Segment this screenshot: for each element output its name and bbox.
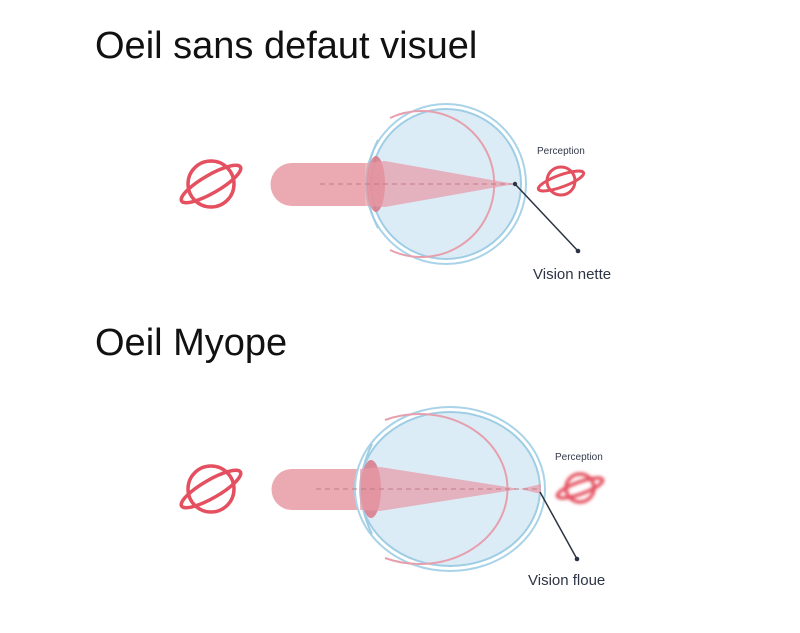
vision-nette-label: Vision nette	[533, 266, 611, 283]
focus-pointer	[514, 183, 579, 252]
normal-eye-title: Oeil sans defaut visuel	[95, 25, 478, 67]
myopic-eye-title: Oeil Myope	[95, 322, 288, 364]
perceived-planet-icon	[536, 165, 586, 197]
vision-floue-label: Vision floue	[528, 572, 605, 589]
light-beam	[270, 163, 365, 206]
normal-eye-diagram: Vision nette Perception	[179, 103, 611, 283]
light-beam	[271, 469, 360, 510]
perception-label: Perception	[537, 146, 585, 157]
myopic-eye-diagram: Vision floue Perception	[179, 406, 605, 589]
object-planet-icon	[179, 464, 243, 514]
blurred-planet-icon	[555, 472, 605, 504]
perception-label: Perception	[555, 452, 603, 463]
object-planet-icon	[179, 159, 243, 209]
refracted-beam	[360, 467, 520, 511]
focus-pointer	[539, 491, 578, 560]
